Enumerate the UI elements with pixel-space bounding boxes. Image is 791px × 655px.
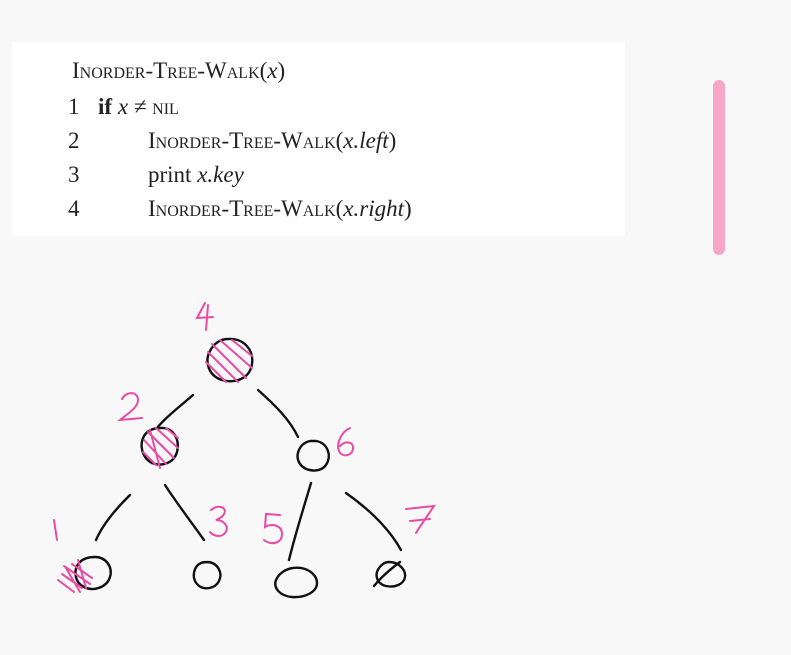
tree-edge [94, 493, 132, 542]
label-2-glyph [116, 392, 143, 422]
tree-edge [287, 481, 313, 562]
code-line-1: 1 if x ≠ nil [68, 92, 179, 122]
visited-hatch-2 [142, 427, 179, 469]
tree-node-7 [375, 560, 407, 588]
line-number: 3 [68, 162, 80, 187]
title-close-paren: ) [277, 58, 286, 83]
procedure-name: Inorder-Tree-Walk [72, 58, 260, 83]
open-paren: ( [335, 128, 344, 153]
nil-constant: nil [152, 94, 179, 119]
tree-edge [155, 393, 195, 430]
open-paren: ( [335, 196, 344, 221]
scrollbar-thumb[interactable] [713, 80, 725, 255]
tree-edge [256, 388, 300, 439]
procedure-call: Inorder-Tree-Walk [148, 128, 336, 153]
label-1-glyph [53, 519, 58, 541]
argument-field: key [213, 162, 244, 187]
tree-node-1 [74, 555, 112, 591]
code-line-4: 4 Inorder-Tree-Walk(x.right) [68, 194, 412, 224]
visited-hatch-4 [205, 339, 253, 383]
line-number: 4 [68, 196, 80, 221]
condition-text: x ≠ [112, 94, 153, 119]
line-number: 1 [68, 94, 80, 119]
procedure-call: Inorder-Tree-Walk [148, 196, 336, 221]
argument-object: x. [343, 128, 360, 153]
argument-object: x. [343, 196, 360, 221]
argument-object: x. [197, 162, 214, 187]
tree-node-7-cross [372, 560, 402, 588]
label-4-glyph [195, 302, 214, 331]
title-open-paren: ( [259, 58, 268, 83]
tree-node-3 [192, 560, 222, 590]
argument-field: left [359, 128, 389, 153]
title-argument: x [267, 58, 278, 83]
argument-field: right [359, 196, 404, 221]
close-paren: ) [388, 128, 397, 153]
close-paren: ) [404, 196, 412, 221]
tree-node-6 [296, 439, 330, 472]
code-line-2: 2 Inorder-Tree-Walk(x.left) [68, 126, 396, 156]
label-6-glyph [337, 427, 355, 457]
keyword-if: if [98, 94, 113, 119]
line-number: 2 [68, 128, 80, 153]
label-7-glyph [405, 504, 437, 534]
print-statement: print [148, 162, 198, 187]
tree-node-5 [274, 566, 319, 599]
tree-edge [344, 491, 403, 552]
visited-hatch-1 [57, 559, 93, 593]
code-line-3: 3 print x.key [68, 160, 244, 190]
label-5-glyph [263, 512, 284, 545]
pseudocode-title: Inorder-Tree-Walk(x) [72, 58, 285, 84]
label-3-glyph [209, 505, 228, 537]
tree-edge [163, 483, 206, 542]
